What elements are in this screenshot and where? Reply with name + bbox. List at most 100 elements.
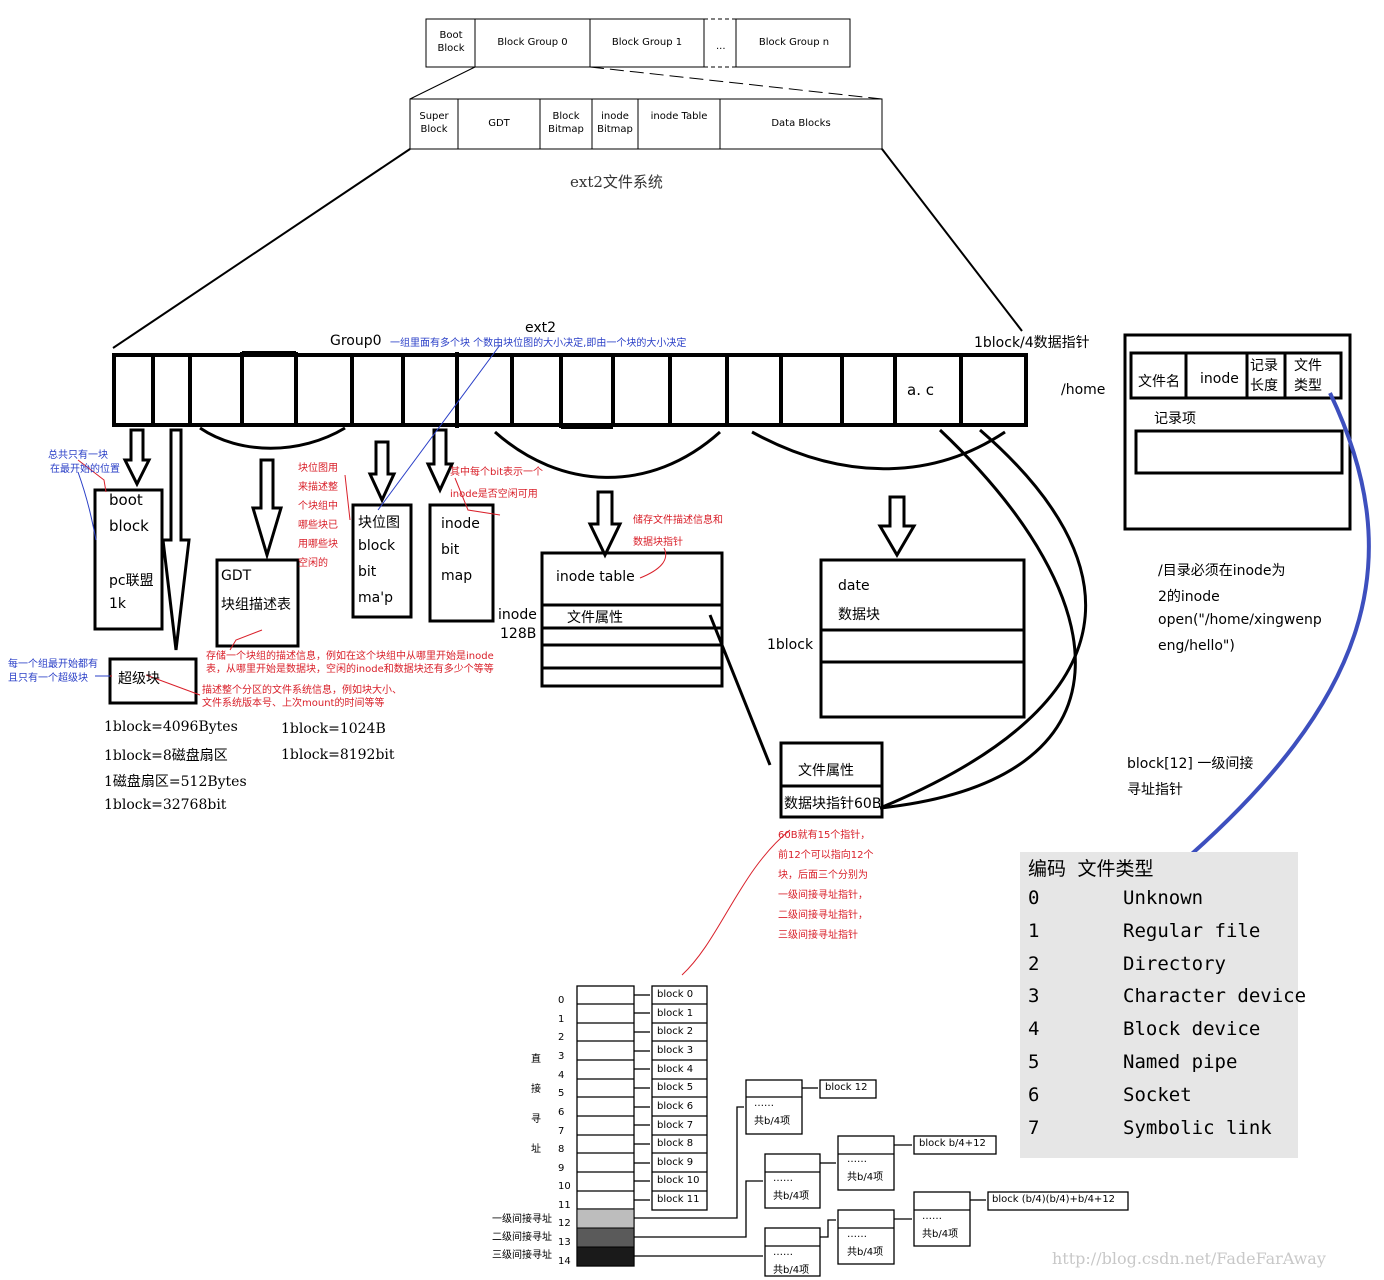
l3a-count: 共b/4项 bbox=[773, 1265, 810, 1276]
l3b-count: 共b/4项 bbox=[847, 1247, 884, 1258]
addr-index-6: 6 bbox=[558, 1107, 565, 1118]
ellipsis-cell: ... bbox=[716, 41, 726, 52]
l3a-dots: …… bbox=[773, 1247, 793, 1258]
fact-1: 1block=4096Bytes bbox=[104, 719, 238, 735]
super-note-1: 每一个组最开始都有 bbox=[8, 659, 98, 670]
boot-note-1: 总共只有一块 bbox=[48, 450, 108, 461]
addr-index-7: 7 bbox=[558, 1126, 565, 1137]
indirect-2-label: 二级间接寻址 bbox=[492, 1232, 552, 1243]
file-type-header: 编码 文件类型 bbox=[1028, 858, 1154, 880]
data-blocks-cell: Data Blocks bbox=[771, 118, 831, 129]
block-label-6: block 6 bbox=[657, 1101, 694, 1112]
block-group-0-cell: Block Group 0 bbox=[497, 37, 568, 48]
bitmap-note-l2: 来描述整 bbox=[298, 482, 338, 493]
inode-detail-ptr: 数据块指针60B bbox=[784, 796, 880, 812]
super-note-2: 且只有一个超级块 bbox=[8, 673, 88, 684]
dir-col-filename: 文件名 bbox=[1138, 374, 1180, 390]
group0-note: 一组里面有多个块 个数由块位图的大小决定,即由一个块的大小决定 bbox=[390, 338, 687, 349]
ftype-name-2: Directory bbox=[1123, 953, 1226, 975]
bitmap-label-1: 块位图 bbox=[358, 515, 400, 531]
inode-detail-note-l2: 前12个可以指向12个 bbox=[778, 850, 874, 861]
dir-col-reclen: 记录长度 bbox=[1250, 358, 1278, 394]
gdt-label-2: 块组描述表 bbox=[221, 597, 291, 613]
addr-index-13: 13 bbox=[558, 1237, 571, 1248]
gdt-desc-2: 表，从哪里开始是数据块，空闲的inode和数据块还有多少个等等 bbox=[206, 664, 494, 675]
direct-char-3: 寻 bbox=[531, 1114, 541, 1125]
boot-box-line3: pc联盟 bbox=[109, 573, 154, 589]
inode-detail-attr: 文件属性 bbox=[798, 763, 854, 779]
dir-note-3: open("/home/xingwenp bbox=[1158, 612, 1322, 628]
dir-note-2: 2的inode bbox=[1158, 589, 1220, 605]
bitmap-note: 块位图用 来描述整 个块组中 哪些块已 用哪些块 空闲的 bbox=[298, 459, 346, 573]
home-path: /home bbox=[1061, 382, 1106, 398]
dir-col-inode: inode bbox=[1200, 371, 1239, 387]
ftype-code-0: 0 bbox=[1028, 887, 1040, 909]
ftype-code-7: 7 bbox=[1028, 1117, 1040, 1139]
inode-bitmap-cell: inode Bitmap bbox=[597, 111, 633, 135]
ftype-code-3: 3 bbox=[1028, 985, 1040, 1007]
pointer-note: 1block/4数据指针 bbox=[974, 335, 1090, 351]
inodemap-label-3: map bbox=[441, 568, 473, 584]
inodetable-note-1: 储存文件描述信息和 bbox=[633, 515, 723, 526]
l2b-dots: …… bbox=[847, 1154, 867, 1165]
gdt-cell: GDT bbox=[488, 118, 510, 129]
gdt-fact-2: 1block=8192bit bbox=[281, 747, 395, 763]
ftype-name-3: Character device bbox=[1123, 985, 1307, 1007]
l2-target: block b/4+12 bbox=[919, 1138, 986, 1149]
l3-target: block (b/4)(b/4)+b/4+12 bbox=[992, 1194, 1116, 1205]
addr-index-0: 0 bbox=[558, 995, 565, 1006]
block-label-5: block 5 bbox=[657, 1082, 694, 1093]
block-group-n-cell: Block Group n bbox=[758, 37, 830, 48]
bitmap-note-l5: 用哪些块 bbox=[298, 539, 338, 550]
l1-dots: …… bbox=[754, 1098, 774, 1109]
ftype-name-7: Symbolic link bbox=[1123, 1117, 1272, 1139]
addr-index-10: 10 bbox=[558, 1181, 571, 1192]
block-label-9: block 9 bbox=[657, 1157, 694, 1168]
gdt-desc-1: 存储一个块组的描述信息，例如在这个块组中从哪里开始是inode bbox=[206, 651, 494, 662]
dir-note-4: eng/hello") bbox=[1158, 638, 1235, 654]
inodemap-label-2: bit bbox=[441, 542, 460, 558]
inode-detail-note-l3: 块，后面三个分别为 bbox=[778, 870, 868, 881]
block12-note-1: block[12] 一级间接 bbox=[1127, 756, 1254, 772]
ftype-name-1: Regular file bbox=[1123, 920, 1261, 942]
l3c-count: 共b/4项 bbox=[922, 1229, 959, 1240]
block-label-0: block 0 bbox=[657, 989, 694, 1000]
boot-box-line2: block bbox=[109, 517, 149, 535]
inodemap-note-1: 其中每个bit表示一个 bbox=[450, 467, 544, 478]
inodemap-note-2: inode是否空闲可用 bbox=[450, 489, 538, 500]
inode-size-1: inode bbox=[498, 607, 537, 623]
ftype-code-4: 4 bbox=[1028, 1018, 1040, 1040]
block-label-3: block 3 bbox=[657, 1045, 694, 1056]
inodetable-attr: 文件属性 bbox=[567, 610, 623, 626]
inode-detail-note-l5: 二级间接寻址指针， bbox=[778, 910, 868, 921]
boot-box-line1: boot bbox=[109, 491, 143, 509]
inode-size-2: 128B bbox=[500, 626, 537, 642]
group0-title: Group0 bbox=[330, 333, 382, 349]
addr-index-4: 4 bbox=[558, 1070, 565, 1081]
ftype-name-6: Socket bbox=[1123, 1084, 1192, 1106]
inodetable-note-2: 数据块指针 bbox=[633, 537, 683, 548]
block-label-10: block 10 bbox=[657, 1175, 700, 1186]
ftype-name-5: Named pipe bbox=[1123, 1051, 1238, 1073]
fs-title: ext2文件系统 bbox=[570, 173, 663, 191]
dir-col-type: 文件类型 bbox=[1294, 358, 1322, 394]
ftype-code-2: 2 bbox=[1028, 953, 1040, 975]
inodemap-label-1: inode bbox=[441, 516, 480, 532]
fact-2: 1block=8磁盘扇区 bbox=[104, 748, 228, 764]
addr-index-8: 8 bbox=[558, 1144, 565, 1155]
l1-target: block 12 bbox=[825, 1082, 868, 1093]
block-bitmap-cell: Block Bitmap bbox=[548, 111, 584, 135]
dir-note-1: /目录必须在inode为 bbox=[1158, 563, 1286, 579]
watermark: http://blog.csdn.net/FadeFarAway bbox=[1052, 1249, 1326, 1268]
inodetable-title: inode table bbox=[556, 569, 635, 585]
l2a-count: 共b/4项 bbox=[773, 1191, 810, 1202]
fact-4: 1block=32768bit bbox=[104, 797, 227, 813]
gdt-fact-1: 1block=1024B bbox=[281, 721, 386, 737]
bitmap-label-2: block bbox=[358, 538, 396, 554]
inode-detail-note-l4: 一级间接寻址指针， bbox=[778, 890, 868, 901]
addr-index-1: 1 bbox=[558, 1014, 565, 1025]
inode-table-cell: inode Table bbox=[650, 111, 708, 122]
block-label-7: block 7 bbox=[657, 1120, 694, 1131]
data-title-1: date bbox=[838, 578, 870, 594]
